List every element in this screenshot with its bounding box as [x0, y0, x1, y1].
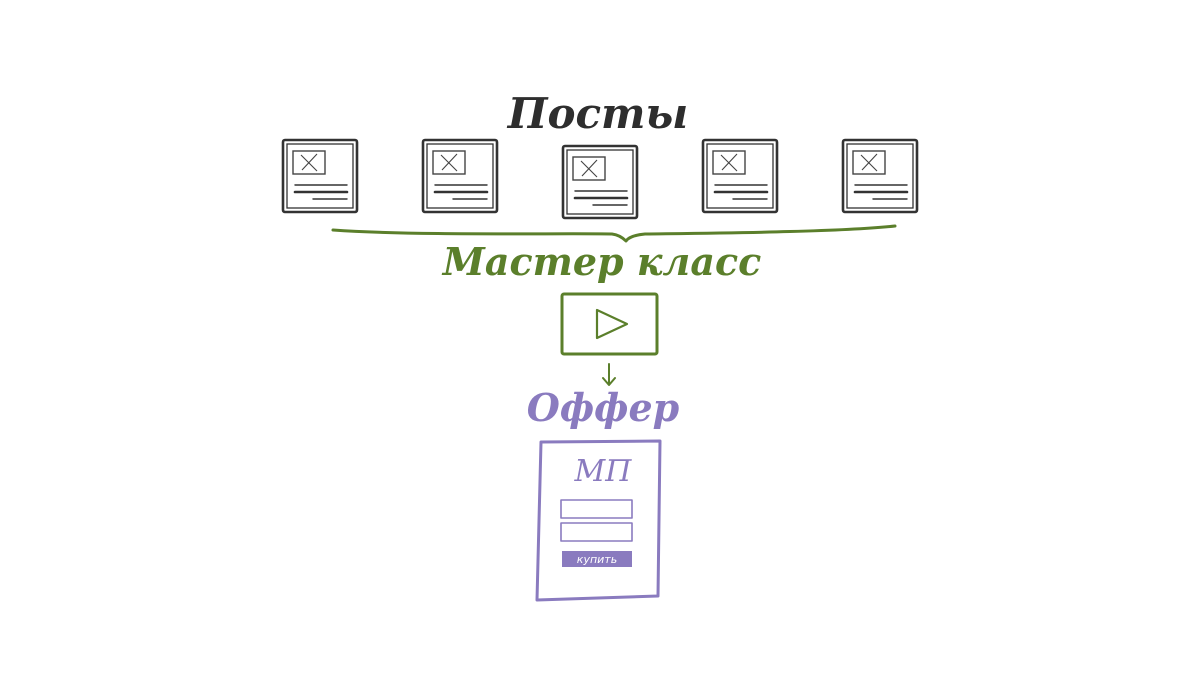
- video-player: [560, 292, 659, 356]
- curly-brace: [331, 224, 897, 243]
- post-card: [421, 138, 499, 214]
- posts-row: [281, 138, 919, 220]
- post-card: [281, 138, 359, 214]
- post-card: [561, 144, 639, 220]
- form-field: [560, 522, 633, 542]
- arrow-down-icon: [602, 363, 616, 386]
- offer-title: Оффер: [527, 385, 680, 430]
- post-card: [701, 138, 779, 214]
- play-icon: [595, 308, 629, 340]
- post-card: [841, 138, 919, 214]
- buy-button-label: купить: [577, 553, 617, 566]
- offer-page-heading: МП: [574, 454, 633, 489]
- form-field: [560, 499, 633, 519]
- master-class-title: Мастер класс: [441, 239, 761, 284]
- offer-page: МП купить: [535, 439, 662, 602]
- posts-title: Посты: [507, 89, 688, 138]
- buy-button: купить: [562, 551, 632, 567]
